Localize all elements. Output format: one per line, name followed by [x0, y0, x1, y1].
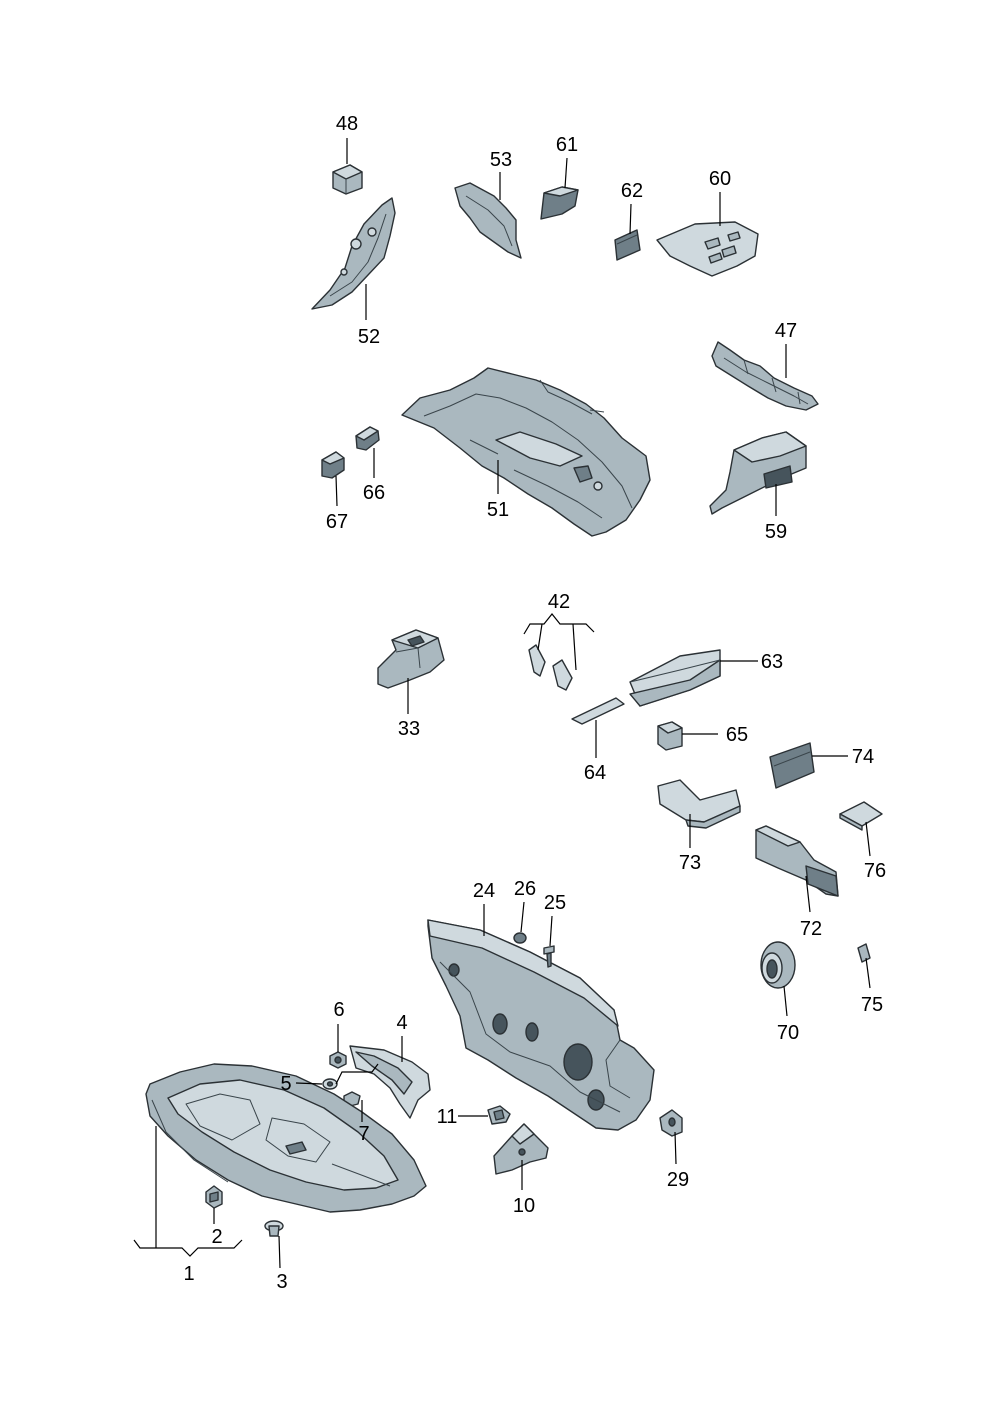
- callout-75: 75: [861, 994, 883, 1016]
- callout-25: 25: [544, 892, 566, 914]
- part-29-grommet: [659, 1109, 683, 1137]
- callout-52: 52: [358, 326, 380, 348]
- part-1-engine-cover: [145, 1063, 427, 1213]
- part-52-pillar-insulation: [311, 197, 396, 310]
- callout-70: 70: [777, 1022, 799, 1044]
- callout-64: 64: [584, 762, 606, 784]
- callout-labels: 48 52 53 61 62 60 47 51 67 66 59 33 42 6…: [183, 113, 886, 1293]
- callout-47: 47: [775, 320, 797, 342]
- callout-10: 10: [513, 1195, 535, 1217]
- part-33-holder: [377, 629, 445, 689]
- callout-59: 59: [765, 521, 787, 543]
- callout-51: 51: [487, 499, 509, 521]
- callout-60: 60: [709, 168, 731, 190]
- part-61-pad: [540, 186, 579, 220]
- callout-48: 48: [336, 113, 358, 135]
- part-72-panel: [755, 825, 839, 897]
- callout-72: 72: [800, 918, 822, 940]
- callout-7: 7: [358, 1123, 369, 1145]
- part-24-bulkhead: [427, 919, 655, 1131]
- part-25-screw: [543, 945, 555, 968]
- part-4-heat-shield: [349, 1045, 431, 1119]
- part-65-block: [657, 721, 683, 751]
- callout-3: 3: [276, 1271, 287, 1293]
- callout-29: 29: [667, 1169, 689, 1191]
- part-74-pad: [769, 742, 815, 789]
- callout-67: 67: [326, 511, 348, 533]
- part-70-ring: [760, 941, 796, 989]
- part-63-block: [629, 649, 721, 707]
- callout-33: 33: [398, 718, 420, 740]
- callout-74: 74: [852, 746, 874, 768]
- part-53-insulation: [454, 182, 522, 259]
- callout-62: 62: [621, 180, 643, 202]
- part-2-clip: [205, 1185, 223, 1209]
- part-5-washer: [322, 1078, 338, 1090]
- part-26-plug: [513, 932, 527, 944]
- part-3-fastener: [264, 1220, 284, 1237]
- callout-26: 26: [514, 878, 536, 900]
- callout-73: 73: [679, 852, 701, 874]
- callout-24: 24: [473, 880, 495, 902]
- callout-11: 11: [437, 1106, 458, 1128]
- callout-4: 4: [396, 1012, 407, 1034]
- part-67-pad: [321, 451, 345, 479]
- part-10-bracket: [493, 1123, 549, 1175]
- part-76-pad: [839, 801, 883, 831]
- callout-5: 5: [280, 1073, 291, 1095]
- callout-66: 66: [363, 482, 385, 504]
- callout-65: 65: [726, 724, 748, 746]
- part-48-block: [332, 164, 363, 195]
- part-42-pad-a: [528, 644, 546, 677]
- part-47-strip: [711, 341, 819, 411]
- callout-2: 2: [211, 1226, 222, 1248]
- part-6-nut: [329, 1051, 347, 1069]
- part-73-lblock: [657, 779, 741, 829]
- part-60-mat: [656, 221, 759, 277]
- part-64-strip: [571, 697, 625, 725]
- callout-1: 1: [183, 1263, 194, 1285]
- callout-76: 76: [864, 860, 886, 882]
- callout-42: 42: [548, 591, 570, 613]
- part-75-clip: [857, 943, 871, 963]
- part-51-firewall-mat: [401, 367, 651, 537]
- callout-53: 53: [490, 149, 512, 171]
- part-11-clip: [487, 1105, 511, 1125]
- part-62-pad: [614, 229, 641, 261]
- leader-lines: [133, 138, 871, 1269]
- part-42-pad-b: [552, 659, 573, 691]
- callout-6: 6: [333, 999, 344, 1021]
- callout-61: 61: [556, 134, 578, 156]
- part-59-block: [709, 431, 807, 515]
- callout-63: 63: [761, 651, 783, 673]
- part-66-pad: [355, 426, 380, 451]
